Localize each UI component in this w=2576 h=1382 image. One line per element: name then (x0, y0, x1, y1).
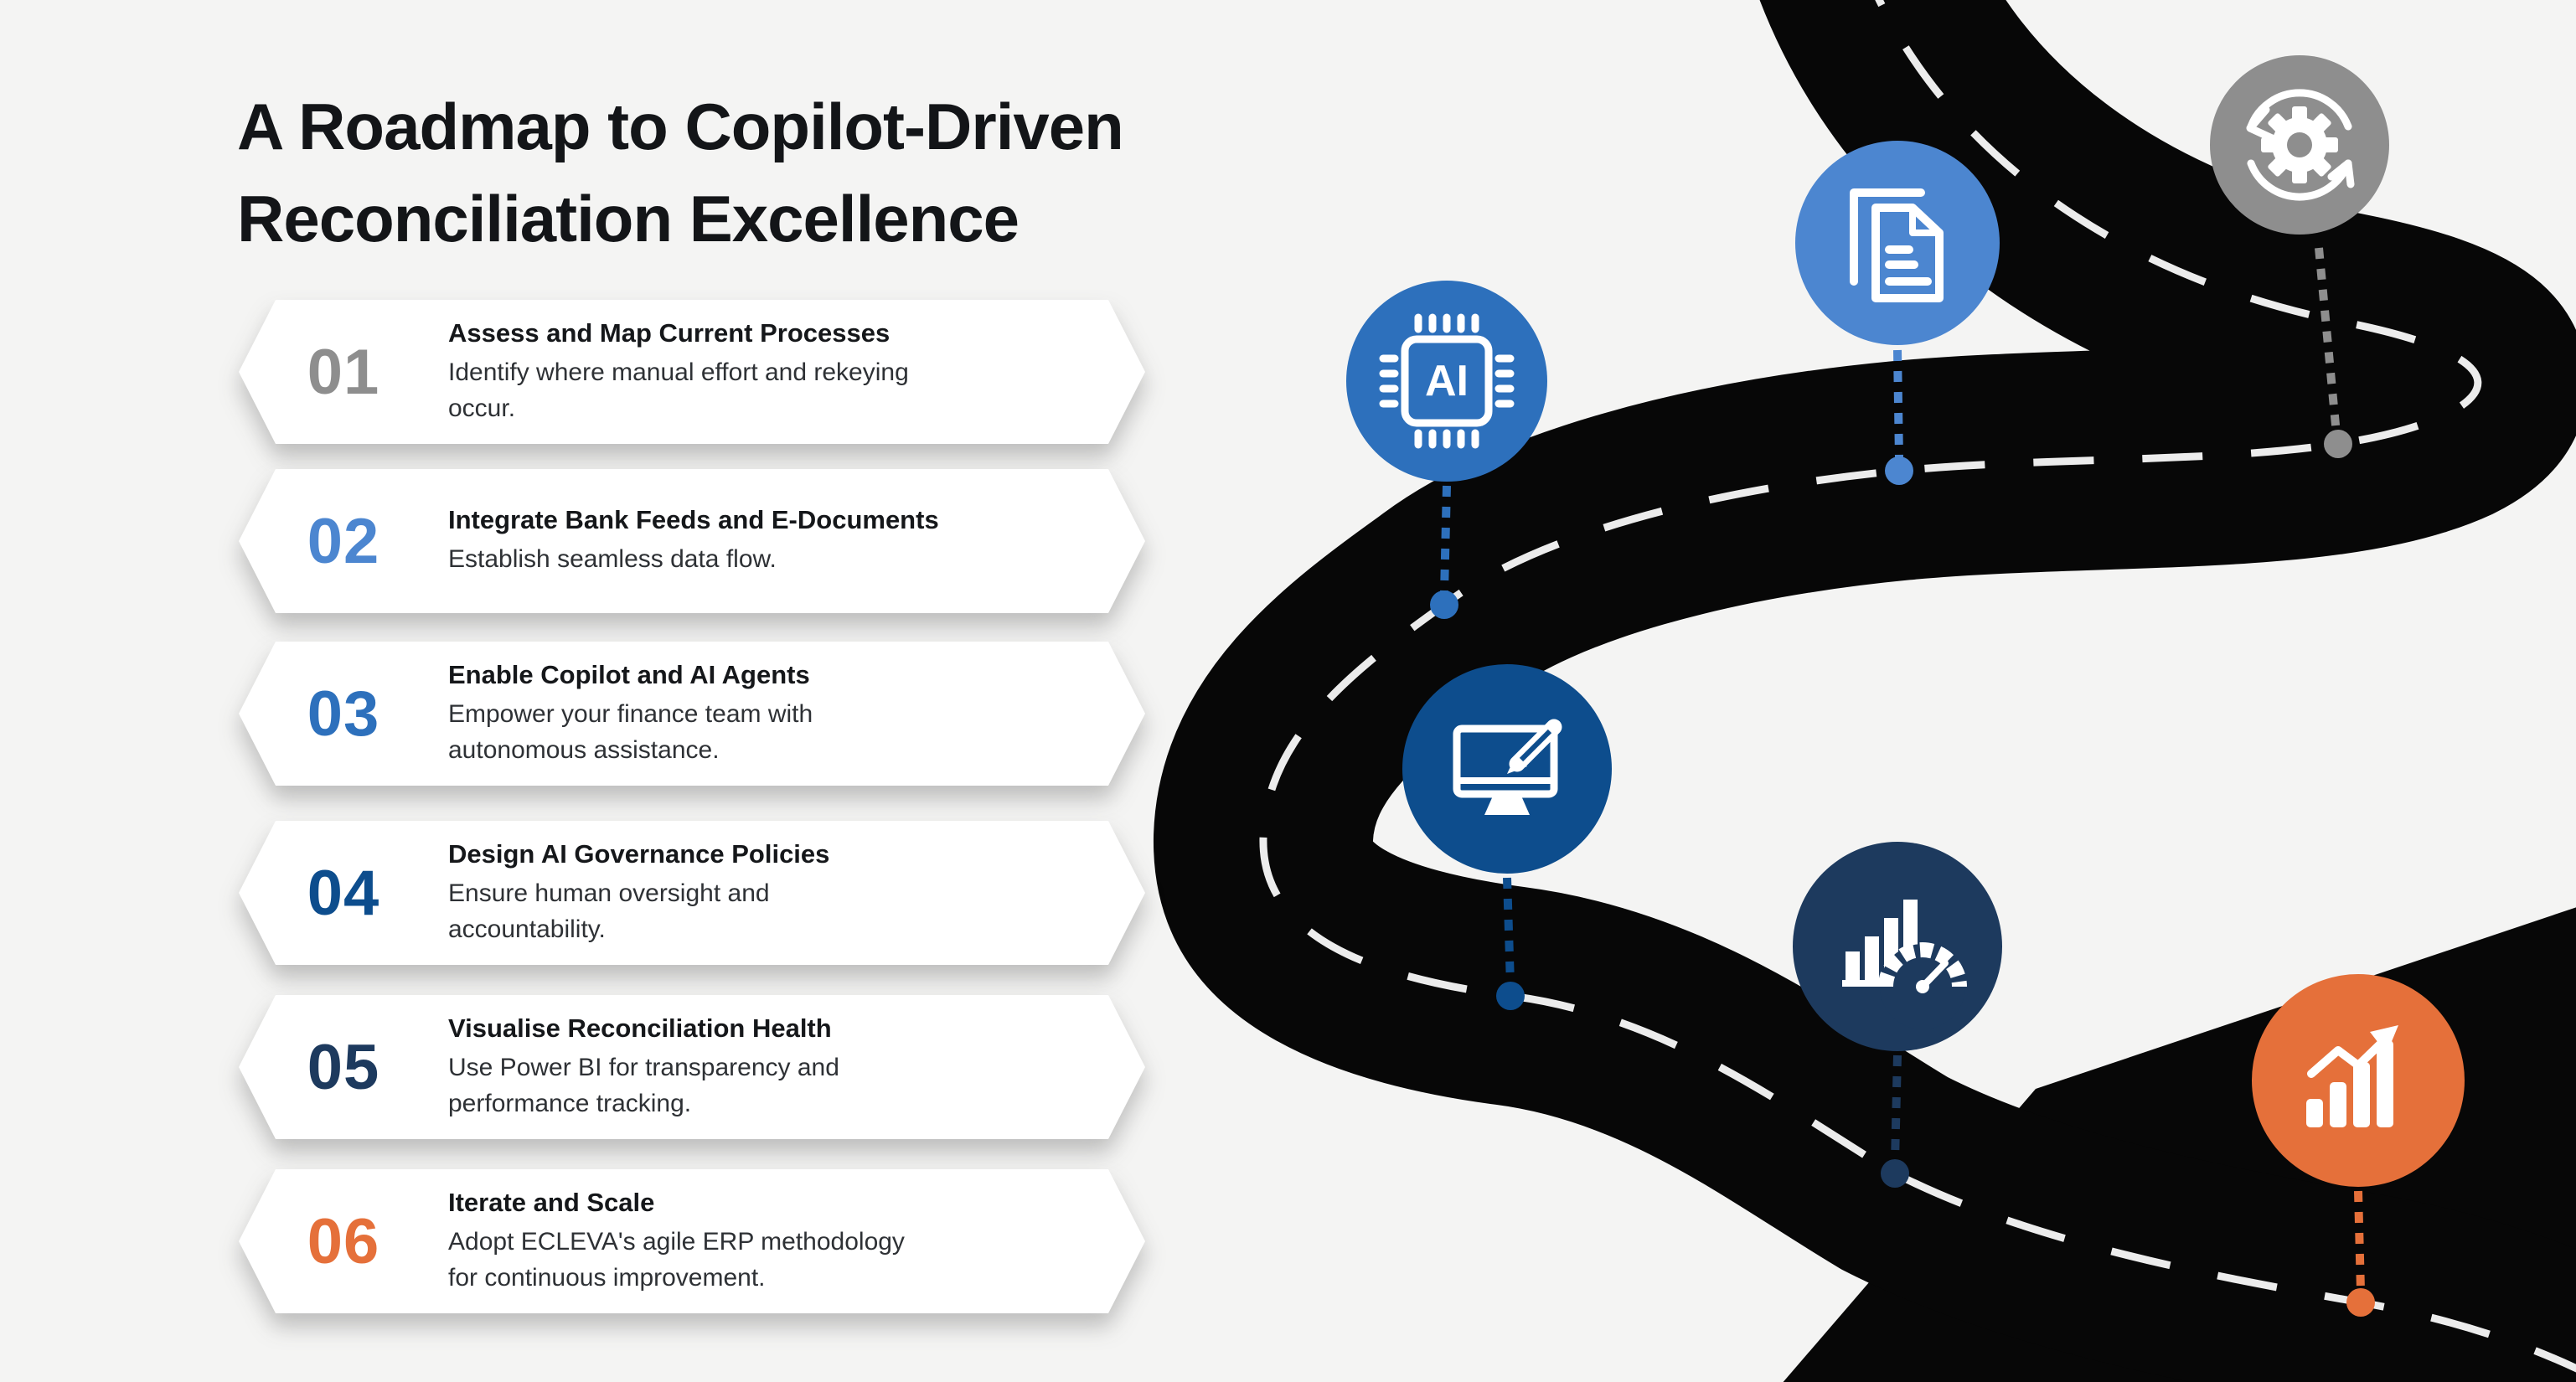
ai-chip-label: AI (1425, 357, 1469, 405)
road-dot-step-05 (1881, 1159, 1909, 1188)
marker-step-04 (1402, 664, 1612, 874)
step-heading: Enable Copilot and AI Agents (448, 659, 810, 689)
step-heading: Integrate Bank Feeds and E-Documents (448, 505, 939, 534)
documents-icon (1850, 188, 1944, 302)
road-dot-step-02 (1885, 456, 1913, 485)
marker-step-02 (1795, 141, 2000, 345)
marker-step-03: AI (1346, 281, 1547, 482)
road-dot-step-04 (1496, 982, 1525, 1010)
connector-step-04 (1503, 877, 1515, 985)
step-item-04: 04 Design AI Governance Policies Ensure … (239, 821, 1145, 965)
connector-step-03 (1440, 485, 1451, 594)
step-item-01: 01 Assess and Map Current Processes Iden… (239, 300, 1145, 444)
step-number: 01 (307, 336, 380, 408)
step-heading: Assess and Map Current Processes (448, 317, 891, 348)
step-item-02: 02 Integrate Bank Feeds and E-Documents … (239, 469, 1145, 613)
road-dot-step-01 (2324, 430, 2352, 458)
growth-chart-icon (2306, 1025, 2398, 1127)
step-body-line: accountability. (448, 915, 606, 943)
step-number: 06 (307, 1205, 380, 1277)
step-heading: Iterate and Scale (448, 1187, 655, 1217)
road-dot-step-03 (1430, 590, 1458, 619)
page-title-line-2: Reconciliation Excellence (237, 182, 1020, 255)
step-body-line: Use Power BI for transparency and (448, 1053, 839, 1081)
connector-step-01 (2315, 247, 2341, 435)
ai-chip-icon: AI (1379, 313, 1515, 449)
step-number: 02 (307, 505, 380, 577)
step-number: 05 (307, 1031, 380, 1103)
marker-step-06 (2252, 974, 2465, 1187)
sync-gear-icon (2246, 89, 2355, 201)
step-heading: Design AI Governance Policies (448, 838, 830, 869)
marker-circle (1795, 141, 2000, 345)
marker-circle (1346, 281, 1547, 482)
step-body-line: for continuous improvement. (448, 1263, 766, 1292)
step-body-line: performance tracking. (448, 1089, 692, 1117)
page-title-line-1: A Roadmap to Copilot-Driven (237, 90, 1124, 163)
road-path (1154, 0, 2576, 1382)
step-item-05: 05 Visualise Reconciliation Health Use P… (239, 995, 1145, 1139)
step-body-line: Identify where manual effort and rekeyin… (448, 358, 909, 386)
step-heading: Visualise Reconciliation Health (448, 1013, 832, 1043)
road-dot-step-06 (2346, 1288, 2375, 1317)
step-number: 04 (307, 857, 380, 929)
left-panel: A Roadmap to Copilot-Driven Reconciliati… (237, 80, 1226, 265)
monitor-edit-icon (1453, 719, 1562, 815)
page-title: A Roadmap to Copilot-Driven Reconciliati… (237, 80, 1226, 265)
step-body-line: Establish seamless data flow. (448, 545, 777, 573)
step-item-06: 06 Iterate and Scale Adopt ECLEVA's agil… (239, 1169, 1145, 1313)
marker-step-05 (1793, 842, 2002, 1051)
connector-step-02 (1893, 349, 1903, 460)
marker-circle (1402, 664, 1612, 874)
step-body-line: Empower your finance team with (448, 699, 813, 728)
step-body-line: occur. (448, 394, 516, 422)
step-number: 03 (307, 678, 380, 750)
step-body-line: Ensure human oversight and (448, 879, 770, 907)
step-item-03: 03 Enable Copilot and AI Agents Empower … (239, 642, 1145, 786)
connector-step-06 (2354, 1190, 2365, 1292)
marker-step-01 (2210, 55, 2389, 235)
gauge-chart-icon (1842, 900, 1967, 1029)
step-body-line: Adopt ECLEVA's agile ERP methodology (448, 1227, 905, 1256)
connector-step-05 (1891, 1055, 1902, 1163)
step-body-line: autonomous assistance. (448, 735, 720, 764)
